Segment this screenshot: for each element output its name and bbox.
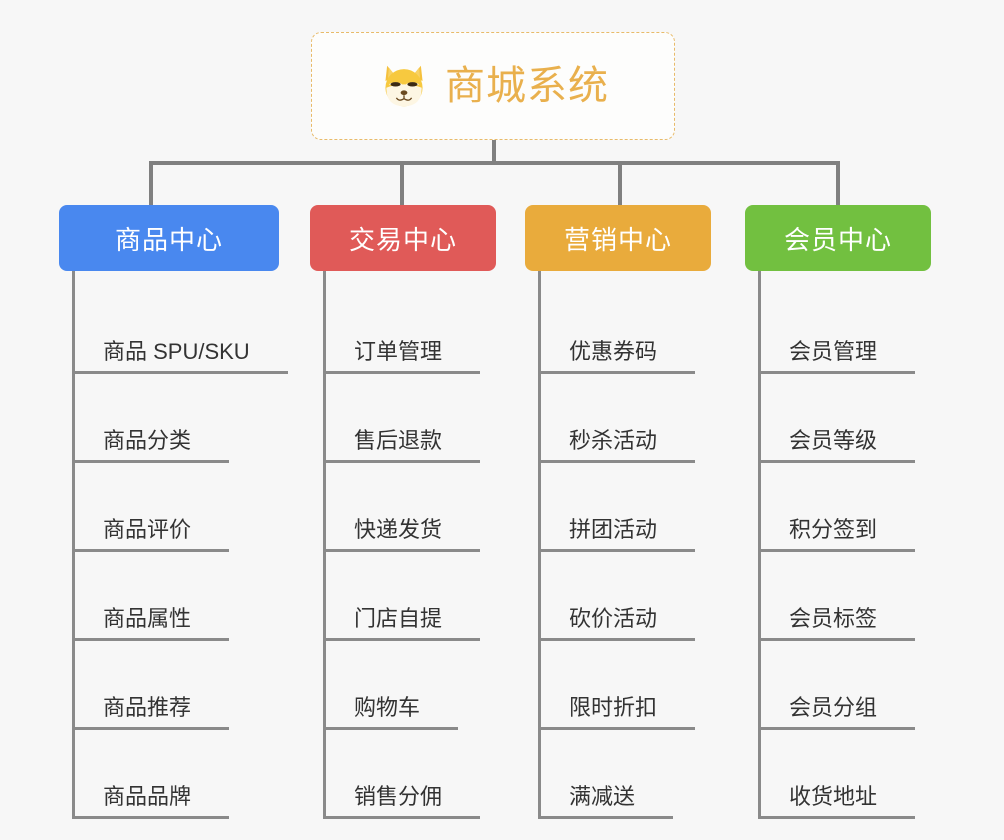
category-box-marketing[interactable]: 营销中心 <box>525 205 711 271</box>
leaf-label: 砍价活动 <box>539 606 696 641</box>
leaf-spine <box>323 271 326 819</box>
root-node[interactable]: 商城系统 <box>311 32 675 140</box>
leaf-label: 商品推荐 <box>73 695 230 730</box>
branch-column-member: 会员中心 会员管理 会员等级 积分签到 会员标签 会员分组 收货地址 <box>745 205 965 827</box>
category-box-trade[interactable]: 交易中心 <box>310 205 496 271</box>
connector-horizontal-bus <box>149 161 838 165</box>
leaf-list-trade: 订单管理 售后退款 快递发货 门店自提 购物车 销售分佣 <box>310 271 530 827</box>
list-item[interactable]: 商品评价 <box>73 471 279 560</box>
leaf-label: 门店自提 <box>324 606 481 641</box>
list-item[interactable]: 会员管理 <box>759 293 965 382</box>
connector-drop-4 <box>836 161 840 205</box>
branch-column-product: 商品中心 商品 SPU/SKU 商品分类 商品评价 商品属性 商品推荐 商品品牌 <box>59 205 288 827</box>
connector-drop-1 <box>149 161 153 205</box>
leaf-spine <box>538 271 541 819</box>
list-item[interactable]: 满减送 <box>539 738 745 827</box>
list-item[interactable]: 会员分组 <box>759 649 965 738</box>
leaf-label: 售后退款 <box>324 428 481 463</box>
leaf-label: 商品 SPU/SKU <box>73 339 288 374</box>
leaf-label: 限时折扣 <box>539 695 696 730</box>
list-item[interactable]: 商品分类 <box>73 382 279 471</box>
leaf-list-member: 会员管理 会员等级 积分签到 会员标签 会员分组 收货地址 <box>745 271 965 827</box>
connector-root-stem <box>492 140 496 164</box>
leaf-spine <box>72 271 75 819</box>
leaf-label: 会员管理 <box>759 339 916 374</box>
category-box-product[interactable]: 商品中心 <box>59 205 279 271</box>
list-item[interactable]: 商品推荐 <box>73 649 279 738</box>
branch-column-marketing: 营销中心 优惠券码 秒杀活动 拼团活动 砍价活动 限时折扣 满减送 <box>525 205 745 827</box>
list-item[interactable]: 快递发货 <box>324 471 530 560</box>
connector-drop-3 <box>618 161 622 205</box>
branch-column-trade: 交易中心 订单管理 售后退款 快递发货 门店自提 购物车 销售分佣 <box>310 205 530 827</box>
category-box-member[interactable]: 会员中心 <box>745 205 931 271</box>
leaf-label: 秒杀活动 <box>539 428 696 463</box>
list-item[interactable]: 商品品牌 <box>73 738 279 827</box>
list-item[interactable]: 砍价活动 <box>539 560 745 649</box>
leaf-label: 商品分类 <box>73 428 230 463</box>
leaf-label: 商品品牌 <box>73 784 230 819</box>
list-item[interactable]: 商品 SPU/SKU <box>73 293 288 382</box>
leaf-label: 收货地址 <box>759 784 916 819</box>
leaf-list-product: 商品 SPU/SKU 商品分类 商品评价 商品属性 商品推荐 商品品牌 <box>59 271 288 827</box>
list-item[interactable]: 收货地址 <box>759 738 965 827</box>
list-item[interactable]: 限时折扣 <box>539 649 745 738</box>
leaf-label: 订单管理 <box>324 339 481 374</box>
leaf-label: 积分签到 <box>759 517 916 552</box>
list-item[interactable]: 秒杀活动 <box>539 382 745 471</box>
leaf-list-marketing: 优惠券码 秒杀活动 拼团活动 砍价活动 限时折扣 满减送 <box>525 271 745 827</box>
list-item[interactable]: 购物车 <box>324 649 530 738</box>
leaf-label: 购物车 <box>324 695 459 730</box>
connector-drop-2 <box>400 161 404 205</box>
shiba-dog-face-icon <box>385 65 423 108</box>
root-title: 商城系统 <box>445 64 609 108</box>
list-item[interactable]: 优惠券码 <box>539 293 745 382</box>
list-item[interactable]: 商品属性 <box>73 560 279 649</box>
leaf-label: 商品属性 <box>73 606 230 641</box>
leaf-label: 满减送 <box>539 784 674 819</box>
list-item[interactable]: 积分签到 <box>759 471 965 560</box>
leaf-label: 销售分佣 <box>324 784 481 819</box>
leaf-label: 会员分组 <box>759 695 916 730</box>
leaf-label: 会员等级 <box>759 428 916 463</box>
leaf-label: 快递发货 <box>324 517 481 552</box>
list-item[interactable]: 售后退款 <box>324 382 530 471</box>
list-item[interactable]: 门店自提 <box>324 560 530 649</box>
leaf-label: 优惠券码 <box>539 339 696 374</box>
list-item[interactable]: 订单管理 <box>324 293 530 382</box>
list-item[interactable]: 会员等级 <box>759 382 965 471</box>
leaf-label: 拼团活动 <box>539 517 696 552</box>
list-item[interactable]: 销售分佣 <box>324 738 530 827</box>
leaf-label: 商品评价 <box>73 517 230 552</box>
list-item[interactable]: 会员标签 <box>759 560 965 649</box>
leaf-label: 会员标签 <box>759 606 916 641</box>
list-item[interactable]: 拼团活动 <box>539 471 745 560</box>
leaf-spine <box>758 271 761 819</box>
